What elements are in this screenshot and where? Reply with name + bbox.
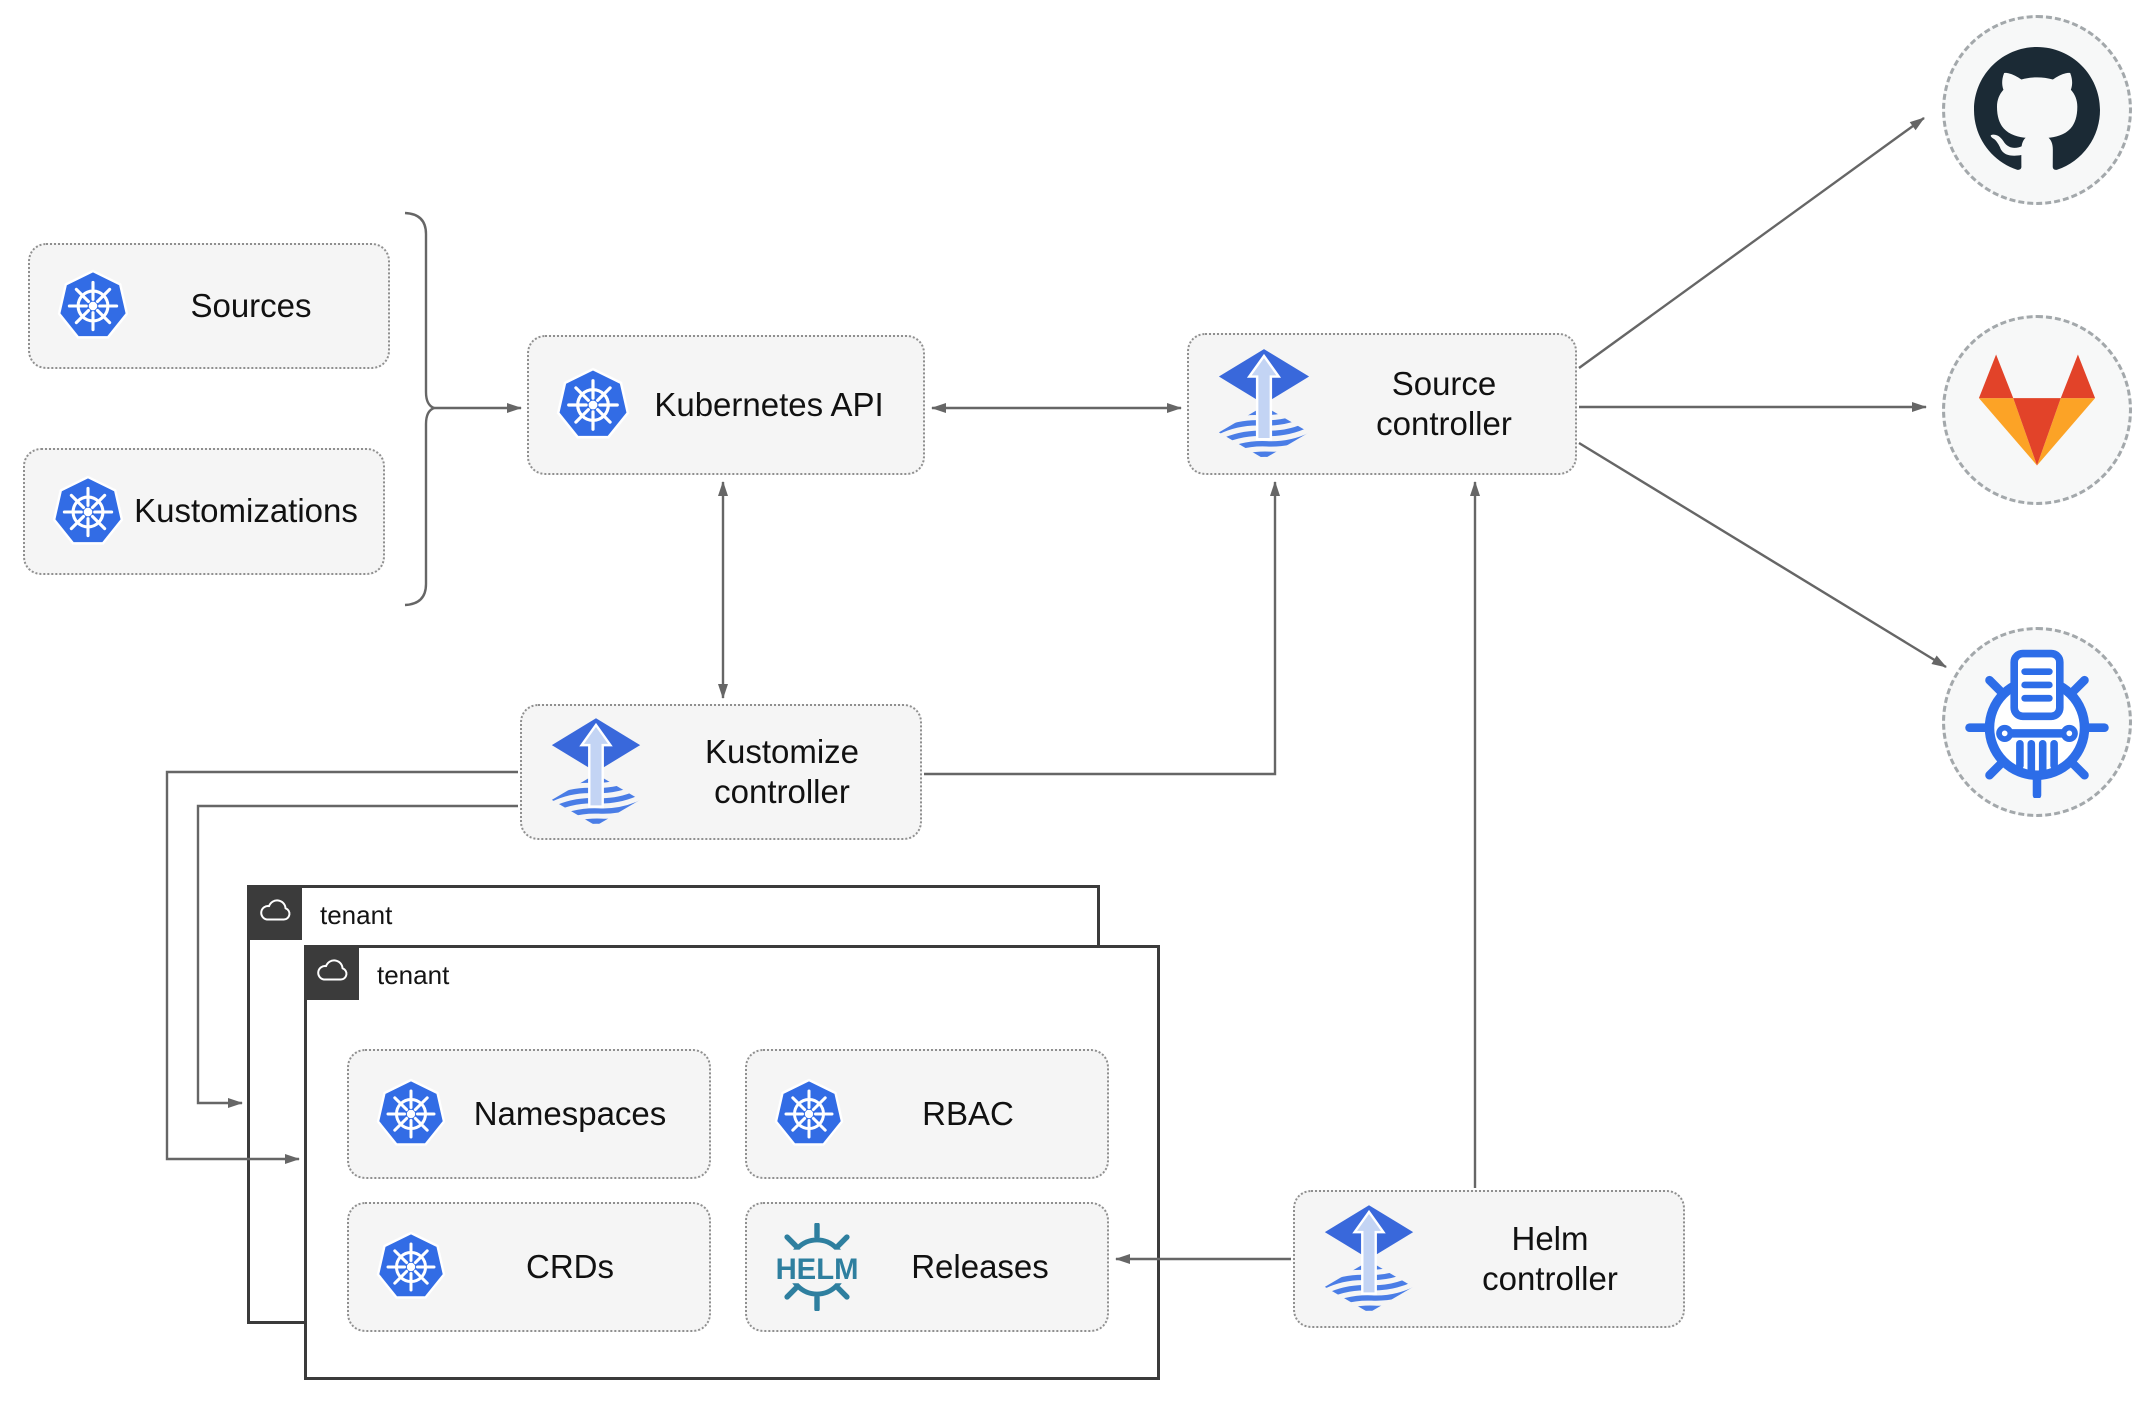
flux-icon	[1321, 1205, 1417, 1313]
node-kustomize-controller-label: Kustomize controller	[704, 732, 860, 810]
remote-gitlab	[1942, 315, 2132, 505]
tenant-outer-label: tenant	[320, 900, 393, 930]
node-kubernetes-api: Kubernetes API	[527, 335, 925, 475]
node-helm-controller: Helm controller	[1293, 1190, 1685, 1328]
node-source-controller: Source controller	[1187, 333, 1577, 475]
kubernetes-icon	[555, 367, 631, 443]
gitlab-icon	[1978, 354, 2096, 466]
node-sources-label: Sources	[190, 286, 312, 324]
node-namespaces: Namespaces	[347, 1049, 711, 1179]
cloud-icon	[255, 893, 295, 933]
helm-icon: HELM	[765, 1223, 869, 1311]
kubernetes-icon	[51, 475, 125, 549]
kubernetes-icon	[375, 1078, 447, 1150]
container-registry-icon	[1965, 649, 2109, 798]
edge-kustomize-to-source-controller	[924, 481, 1280, 776]
node-sources: Sources	[28, 243, 390, 369]
node-rbac: RBAC	[745, 1049, 1109, 1179]
helm-wordmark: HELM	[776, 1254, 859, 1286]
node-namespaces-label: Namespaces	[473, 1094, 667, 1132]
cloud-badge	[247, 885, 302, 940]
github-icon	[1974, 47, 2100, 170]
node-crds: CRDs	[347, 1202, 711, 1332]
node-kustomize-controller: Kustomize controller	[520, 704, 922, 840]
bracket-sources-group	[404, 211, 438, 607]
edge-source-controller-to-github	[1578, 117, 1925, 369]
node-source-controller-label: Source controller	[1376, 364, 1512, 442]
node-crds-label: CRDs	[526, 1247, 614, 1285]
tenant-inner-label: tenant	[377, 960, 450, 990]
node-kustomizations: Kustomizations	[23, 448, 385, 575]
node-releases: HELM Releases	[745, 1202, 1109, 1332]
node-kubernetes-api-label: Kubernetes API	[654, 385, 884, 423]
node-releases-label: Releases	[911, 1247, 1049, 1285]
node-rbac-label: RBAC	[922, 1094, 1014, 1132]
node-kustomizations-label: Kustomizations	[134, 492, 358, 530]
node-helm-controller-label: Helm controller	[1482, 1219, 1618, 1297]
kubernetes-icon	[375, 1231, 447, 1303]
cloud-icon	[312, 953, 352, 993]
remote-github	[1942, 15, 2132, 205]
kubernetes-icon	[773, 1078, 845, 1150]
remote-registry	[1942, 627, 2132, 817]
flux-icon	[548, 718, 644, 826]
kubernetes-icon	[56, 269, 130, 343]
cloud-badge	[304, 945, 359, 1000]
edge-source-controller-to-registry	[1578, 441, 1947, 669]
flux-icon	[1215, 349, 1313, 459]
